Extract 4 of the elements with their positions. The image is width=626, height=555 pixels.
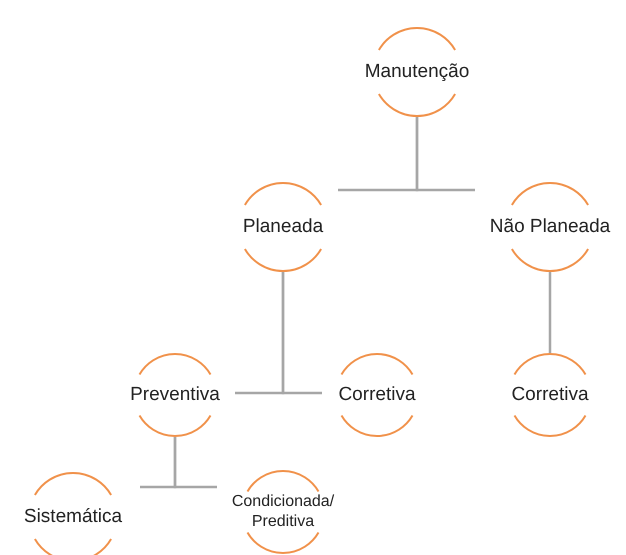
connector-line: [282, 272, 322, 394]
connector-line: [174, 437, 217, 488]
connector-line: [416, 117, 475, 192]
connector-line: [548, 272, 552, 353]
